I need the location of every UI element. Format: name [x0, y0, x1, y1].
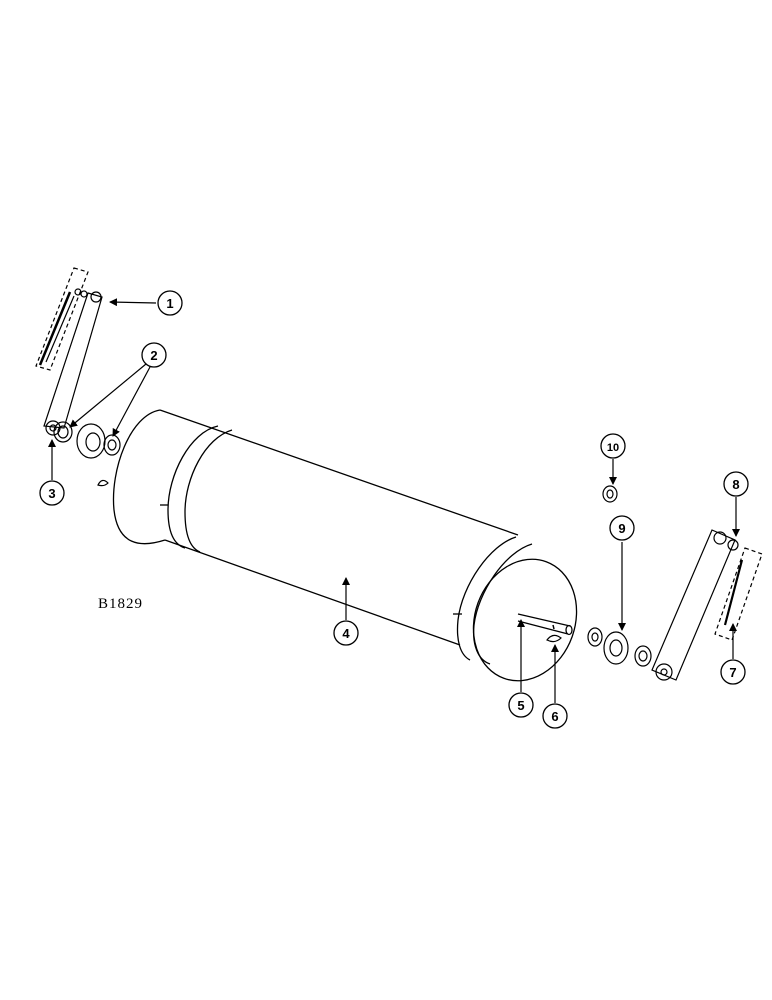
callout-6-number: 6 — [551, 709, 558, 724]
callout-5: 5 — [509, 693, 533, 717]
callout-9: 9 — [610, 516, 634, 540]
left-arm-assembly — [36, 268, 120, 458]
callout-2-number: 2 — [150, 348, 157, 363]
roller-drum — [113, 410, 593, 695]
callout-9-number: 9 — [618, 521, 625, 536]
callout-7-number: 7 — [729, 665, 736, 680]
callout-3-number: 3 — [48, 486, 55, 501]
callout-8-number: 8 — [732, 477, 739, 492]
callout-7: 7 — [721, 660, 745, 684]
figure-reference-code: B1829 — [98, 596, 144, 612]
leader-2b — [113, 367, 150, 437]
callout-8: 8 — [724, 472, 748, 496]
callout-4-number: 4 — [342, 626, 350, 641]
callout-10-number: 10 — [607, 442, 619, 454]
callout-6: 6 — [543, 704, 567, 728]
callout-10: 10 — [601, 434, 625, 458]
right-arm-assembly — [588, 486, 762, 680]
leader-2a — [69, 364, 146, 428]
drum-shaft — [518, 614, 572, 635]
left-key — [98, 480, 108, 485]
leader-1 — [109, 298, 156, 307]
callout-2: 2 — [142, 343, 166, 367]
callout-3: 3 — [40, 481, 64, 505]
shaft-key — [547, 625, 561, 642]
callout-4: 4 — [334, 621, 358, 645]
callout-1: 1 — [158, 291, 182, 315]
callout-1-number: 1 — [166, 296, 173, 311]
callout-5-number: 5 — [517, 698, 524, 713]
leader-lines — [48, 298, 740, 703]
